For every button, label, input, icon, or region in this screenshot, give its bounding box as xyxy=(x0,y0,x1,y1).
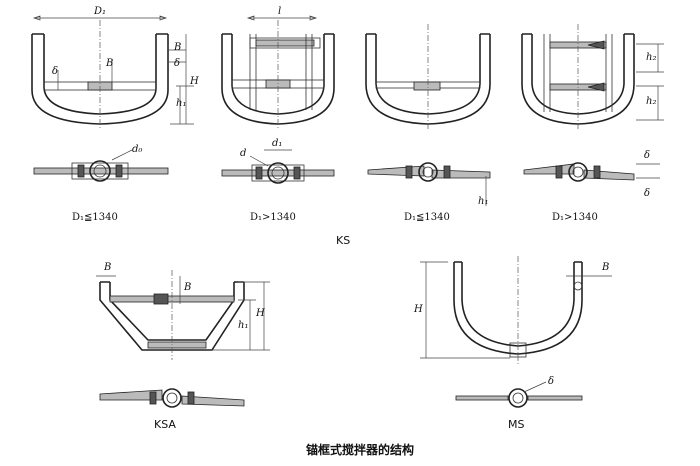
caption-ks4: D₁>1340 xyxy=(552,212,598,223)
hub1-d0-label: d₀ xyxy=(132,144,142,155)
caption-ms: MS xyxy=(508,418,524,431)
ks1-delta-label: δ xyxy=(174,58,180,69)
hub-view-4 xyxy=(523,162,660,182)
ksa-b-label: B xyxy=(103,262,111,273)
ms-h-label: H xyxy=(413,304,423,315)
ks4-h2-label: h₂ xyxy=(646,52,656,63)
ks1-d1-label: D₁ xyxy=(93,6,106,17)
ks1-b2-label: B xyxy=(105,58,113,69)
ksa-h1-label: h₁ xyxy=(238,320,248,331)
ksa-anchor xyxy=(96,270,270,360)
figure-caption: 锚框式搅拌器的结构 xyxy=(306,442,414,457)
ksa-b2-label: B xyxy=(183,282,191,293)
hub-view-2 xyxy=(221,149,335,184)
ksa-hub-view xyxy=(99,388,245,408)
hub-view-3 xyxy=(367,162,491,206)
hub2-d-label: d xyxy=(240,148,246,159)
ms-hub-view xyxy=(455,381,583,408)
ks1-h1-label: h₁ xyxy=(176,98,186,109)
hub4-delta2-label: δ xyxy=(644,188,650,199)
ksa-h-label: H xyxy=(255,308,265,319)
ks-anchor-2 xyxy=(221,15,335,130)
ks-anchor-3 xyxy=(365,24,491,130)
hub-view-1 xyxy=(33,149,169,182)
ms-b-label: B xyxy=(601,262,609,273)
hub4-delta-label: δ xyxy=(644,150,650,161)
caption-ks1: D₁≦1340 xyxy=(72,212,118,223)
ks1-h-label: H xyxy=(189,76,199,87)
ks-anchor-4 xyxy=(521,24,664,130)
caption-ks2: D₁>1340 xyxy=(250,212,296,223)
ms-delta-label: δ xyxy=(548,376,554,387)
ks-anchor-1 xyxy=(31,15,194,130)
ms-anchor xyxy=(420,256,612,364)
caption-ksa: KSA xyxy=(154,418,176,431)
ks1-delta2-label: δ xyxy=(52,66,58,77)
ks4-h2b-label: h₂ xyxy=(646,96,656,107)
hub3-h1-label: h₁ xyxy=(478,196,488,207)
hub2-d1-label: d₁ xyxy=(272,138,282,149)
ks1-b-label: B xyxy=(173,42,181,53)
caption-ks3: D₁≦1340 xyxy=(404,212,450,223)
caption-ks: KS xyxy=(336,234,350,247)
ks2-l-label: l xyxy=(278,6,281,17)
